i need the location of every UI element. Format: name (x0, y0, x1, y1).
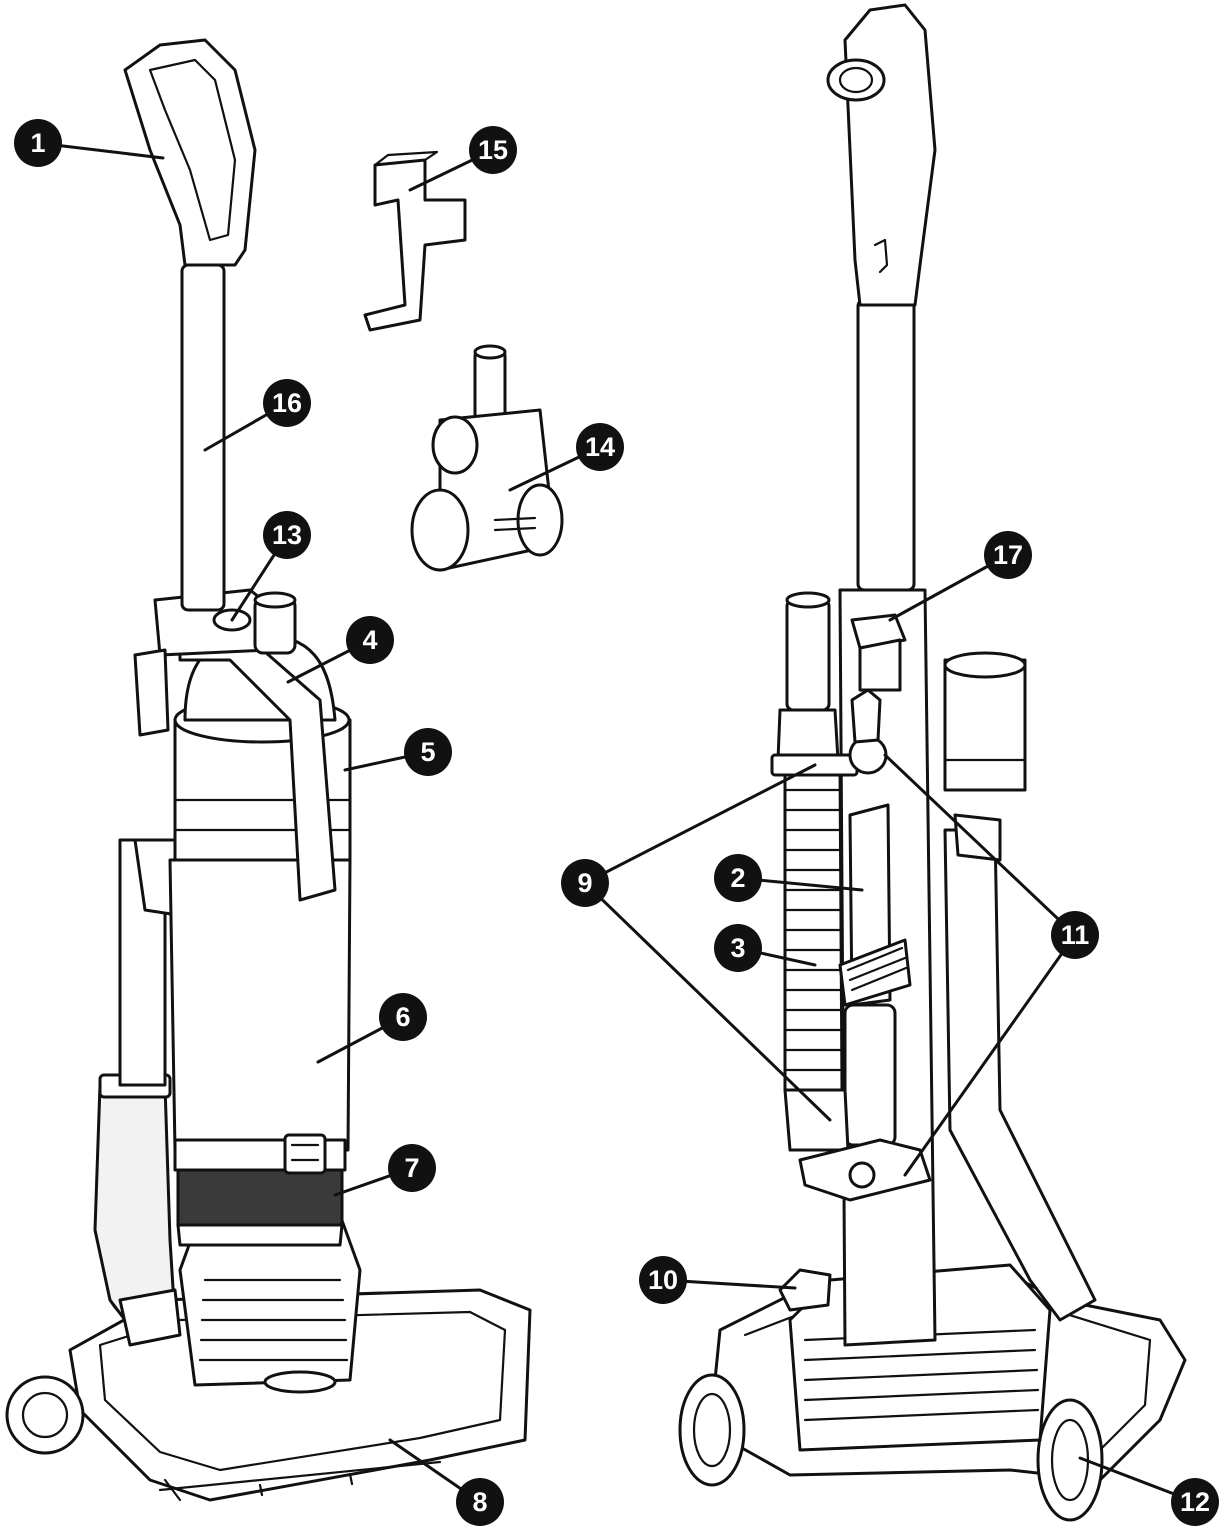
callout-10-label: 10 (648, 1265, 678, 1295)
callout-3-label: 3 (730, 933, 745, 963)
callout-badges: 1 2 3 4 5 6 7 8 9 10 11 12 13 14 15 16 1… (14, 119, 1219, 1526)
leader-11b (903, 933, 1077, 1177)
callout-8: 8 (456, 1478, 504, 1526)
callout-17: 17 (984, 531, 1032, 579)
callout-5: 5 (404, 728, 452, 776)
leader-9a (583, 763, 817, 885)
callout-11-label: 11 (1061, 920, 1090, 950)
callout-17-label: 17 (993, 540, 1023, 570)
callout-16-label: 16 (272, 388, 302, 418)
callout-15: 15 (469, 126, 517, 174)
callout-9-label: 9 (577, 868, 592, 898)
callout-5-label: 5 (420, 737, 435, 767)
callout-4: 4 (346, 616, 394, 664)
callout-3: 3 (714, 924, 762, 972)
callout-2-label: 2 (730, 863, 745, 893)
callout-13-label: 13 (272, 520, 302, 550)
callout-8-label: 8 (472, 1487, 487, 1517)
callout-16: 16 (263, 379, 311, 427)
callout-15-label: 15 (478, 135, 508, 165)
callout-1-label: 1 (30, 128, 45, 158)
callout-12-label: 12 (1180, 1487, 1210, 1517)
callout-6-label: 6 (395, 1002, 410, 1032)
accessory-clip (363, 150, 467, 332)
callout-9: 9 (561, 859, 609, 907)
callout-1: 1 (14, 119, 62, 167)
callout-6: 6 (379, 993, 427, 1041)
accessory-turbo-brush (410, 344, 564, 572)
callout-2: 2 (714, 854, 762, 902)
callout-4-label: 4 (362, 625, 377, 655)
callout-10: 10 (639, 1256, 687, 1304)
vacuum-front-view (5, 38, 532, 1502)
callout-11: 11 (1051, 911, 1099, 959)
callout-7: 7 (388, 1144, 436, 1192)
leader-9b (583, 881, 832, 1122)
callout-12: 12 (1171, 1478, 1219, 1526)
callout-13: 13 (263, 511, 311, 559)
leader-11a (883, 753, 1077, 937)
callout-7-label: 7 (404, 1153, 419, 1183)
callout-14-label: 14 (585, 432, 615, 462)
vacuum-rear-view (678, 3, 1187, 1522)
callout-14: 14 (576, 423, 624, 471)
